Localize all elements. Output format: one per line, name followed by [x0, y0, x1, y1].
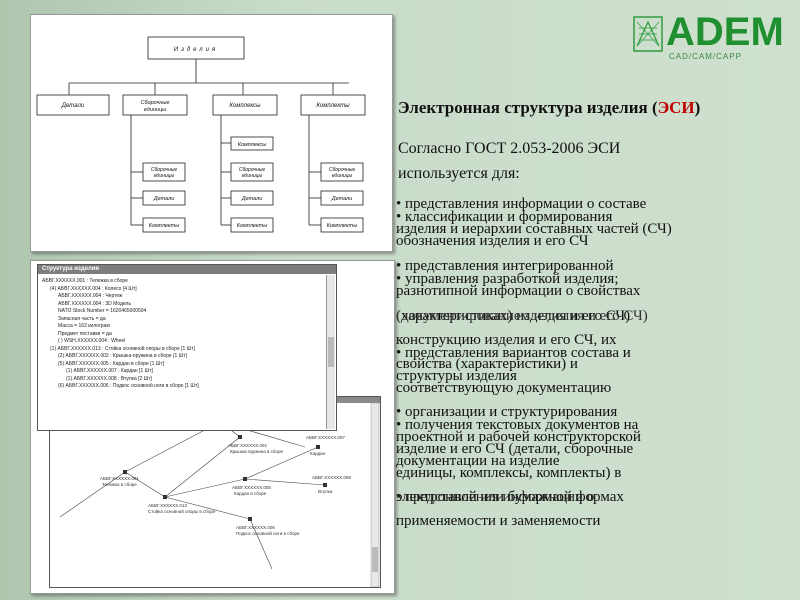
bullet-text: документации на изделие [396, 453, 560, 469]
svg-text:Крышка-пружина в сборе: Крышка-пружина в сборе [230, 449, 283, 454]
svg-text:АБВГ.XXXXXX.002: АБВГ.XXXXXX.002 [228, 443, 267, 448]
bullet-text: единицы, комплексы, комплекты) в [396, 465, 622, 481]
graph-node-icon[interactable] [243, 477, 247, 481]
adem-logo-wordmark: ADEM [666, 10, 784, 54]
org-l1-sb: Сборочные [141, 100, 170, 106]
bullet-text: применяемости и заменяемости [396, 513, 601, 529]
svg-text:Сборочные: Сборочные [239, 167, 266, 173]
tree-row[interactable]: Масса = 163 килограм [58, 323, 110, 329]
svg-text:единицы: единицы [332, 173, 353, 179]
bullet-text: свойства (характеристики) и [396, 356, 578, 372]
graph-node-icon[interactable] [248, 517, 252, 521]
tree-row[interactable]: ( ) WSH.XXXXXX.004 : Wheel [58, 338, 126, 344]
svg-text:АБВГ.XXXXXX.013: АБВГ.XXXXXX.013 [148, 503, 187, 508]
bullet-text: • управления разработкой изделия; [396, 271, 619, 287]
graph-node-icon[interactable] [163, 495, 167, 499]
tree-row[interactable]: АБВГ.XXXXXX.001 : Тележка в сборе [42, 278, 128, 284]
svg-text:единицы: единицы [242, 173, 263, 179]
bullet-text: (документированием изделия и его СЧ) [396, 308, 648, 324]
bullet-text: изделия и иерархии составных частей (СЧ) [396, 221, 672, 237]
tree-row[interactable]: Запасная часть = да [58, 315, 106, 322]
graph-node-code: АБВГ.XXXXXX.001 [100, 476, 139, 481]
bullet-text: соответствующую документацию [396, 380, 612, 396]
tree-row[interactable]: (2) АБВГ.XXXXXX.002 : Крышка-пружина в с… [58, 353, 187, 359]
bullet-text: разнотипной информации о свойствах [396, 283, 641, 299]
svg-text:Комплекты: Комплекты [327, 223, 358, 229]
svg-text:единицы: единицы [154, 173, 175, 179]
svg-text:АБВГ.XXXXXX.005: АБВГ.XXXXXX.005 [232, 485, 271, 490]
svg-text:Комплексы: Комплексы [238, 142, 267, 148]
tree-row[interactable]: (5) АБВГ.XXXXXX.005 : Кардан в сборе [1 … [58, 360, 165, 367]
scroll-thumb[interactable] [328, 337, 334, 367]
svg-text:Втулка: Втулка [318, 489, 333, 494]
bullet-text: электронной или бумажной формах [396, 489, 624, 505]
bullet-text: проектной и рабочей конструкторской [396, 429, 641, 445]
svg-text:АБВГ.XXXXXX.008: АБВГ.XXXXXX.008 [312, 475, 351, 480]
software-screenshot: АБВГ.XXXXXX.001 Тележка в сборе АБВГ.XXX… [30, 260, 395, 594]
org-root-label: Изделия [174, 47, 218, 53]
svg-text:Кардан: Кардан [310, 451, 326, 456]
org-chart-svg: Изделия Детали Сборочные единицы Комплек… [36, 36, 366, 233]
slide-heading: Электронная структура изделия (ЭСИ) [398, 98, 701, 117]
svg-text:Комплекты: Комплекты [149, 223, 180, 229]
graph-node-icon[interactable] [323, 483, 327, 487]
bullet-text: структуры изделия [396, 368, 517, 384]
tree-row[interactable]: (1) АБВГ.XXXXXX.007 : Кардан [1 Шт] [66, 368, 153, 374]
bullet-text: • представления интегрированной [396, 258, 614, 274]
tree-window: Структура изделия АБВГ.XXXXXX.001 : Теле… [37, 264, 337, 431]
bullet-text: • классификации и формирования [396, 209, 613, 225]
bullet-text: • представления информации о [396, 489, 595, 505]
intro-line-2: используется для: [398, 165, 520, 182]
bullet-text: • получения текстовых документов на [396, 417, 639, 433]
org-l1-kompleksy: Комплексы [229, 103, 261, 109]
svg-text:Сборочные: Сборочные [151, 167, 178, 173]
svg-text:Детали: Детали [153, 196, 175, 202]
intro-line-1: Согласно ГОСТ 2.053-2006 ЭСИ [398, 140, 621, 157]
svg-text:АБВГ.XXXXXX.006: АБВГ.XXXXXX.006 [236, 525, 275, 530]
bullet-text: • представления информации о составе [396, 196, 647, 212]
bullet-text: (характеристиках) изделия и его СЧ) [396, 308, 631, 324]
adem-logo-tagline: CAD/CAM/CAPP [669, 52, 742, 61]
tree-row[interactable]: (1) АБВГ.XXXXXX.008 : Втулка [2 Шт] [66, 375, 152, 382]
svg-text:единицы: единицы [144, 107, 166, 113]
graph-node-icon[interactable] [123, 470, 127, 474]
graph-node-label: Тележка в сборе [102, 482, 137, 487]
tree-row[interactable]: (6) АБВГ.XXXXXX.006 : Подкос основной но… [58, 383, 199, 389]
bullet-text: изделие и его СЧ (детали, сборочные [396, 441, 634, 457]
org-l1-detali: Детали [61, 103, 85, 109]
bullet-text: • организации и структурирования [396, 404, 618, 420]
org-chart-figure: Изделия Детали Сборочные единицы Комплек… [30, 14, 393, 252]
graph-node-icon[interactable] [316, 445, 320, 449]
tree-list: АБВГ.XXXXXX.001 : Тележка в сборе (4) АБ… [42, 278, 324, 426]
adem-logo: ADEM CAD/CAM/CAPP [633, 10, 793, 70]
org-l1-komplekty: Комплекты [316, 103, 350, 109]
bullet-text: обозначения изделия и его СЧ [396, 233, 589, 249]
graph-node-icon[interactable] [238, 435, 242, 439]
bullet-text: • представления вариантов состава и [396, 345, 631, 361]
heading-abbr: ЭСИ [657, 98, 695, 117]
svg-text:Комплекты: Комплекты [237, 223, 268, 229]
svg-text:Подкос основной ноги в сборе: Подкос основной ноги в сборе [236, 530, 300, 536]
tree-scrollbar[interactable] [326, 275, 335, 429]
tree-row[interactable]: АБВГ.XXXXXX.004 : Чертеж [58, 293, 123, 299]
tree-row[interactable]: (1) АБВГ.XXXXXX.013 : Стойка основной оп… [50, 345, 195, 352]
svg-text:АБВГ.XXXXXX.007: АБВГ.XXXXXX.007 [306, 435, 345, 440]
bullet-text: конструкцию изделия и его СЧ, их [396, 332, 617, 348]
svg-text:Детали: Детали [241, 196, 263, 202]
svg-text:Сборочные: Сборочные [329, 167, 356, 173]
tree-row[interactable]: АБВГ.XXXXXX.004 : 3D Модель [58, 300, 132, 307]
svg-text:Детали: Детали [331, 196, 353, 202]
tree-row[interactable]: Предмет поставки = да [58, 330, 112, 337]
tree-window-title: Структура изделия [38, 265, 336, 274]
tree-row[interactable]: (4) АБВГ.XXXXXX.004 : Колесо [4 Шт] [50, 285, 137, 292]
svg-text:Кардан в сборе: Кардан в сборе [234, 491, 267, 496]
adem-logo-icon [633, 16, 663, 52]
tree-row[interactable]: NATO Stock Number = 1620465000504 [58, 308, 147, 314]
svg-text:Стойка основной опоры в сборе: Стойка основной опоры в сборе [148, 508, 216, 514]
